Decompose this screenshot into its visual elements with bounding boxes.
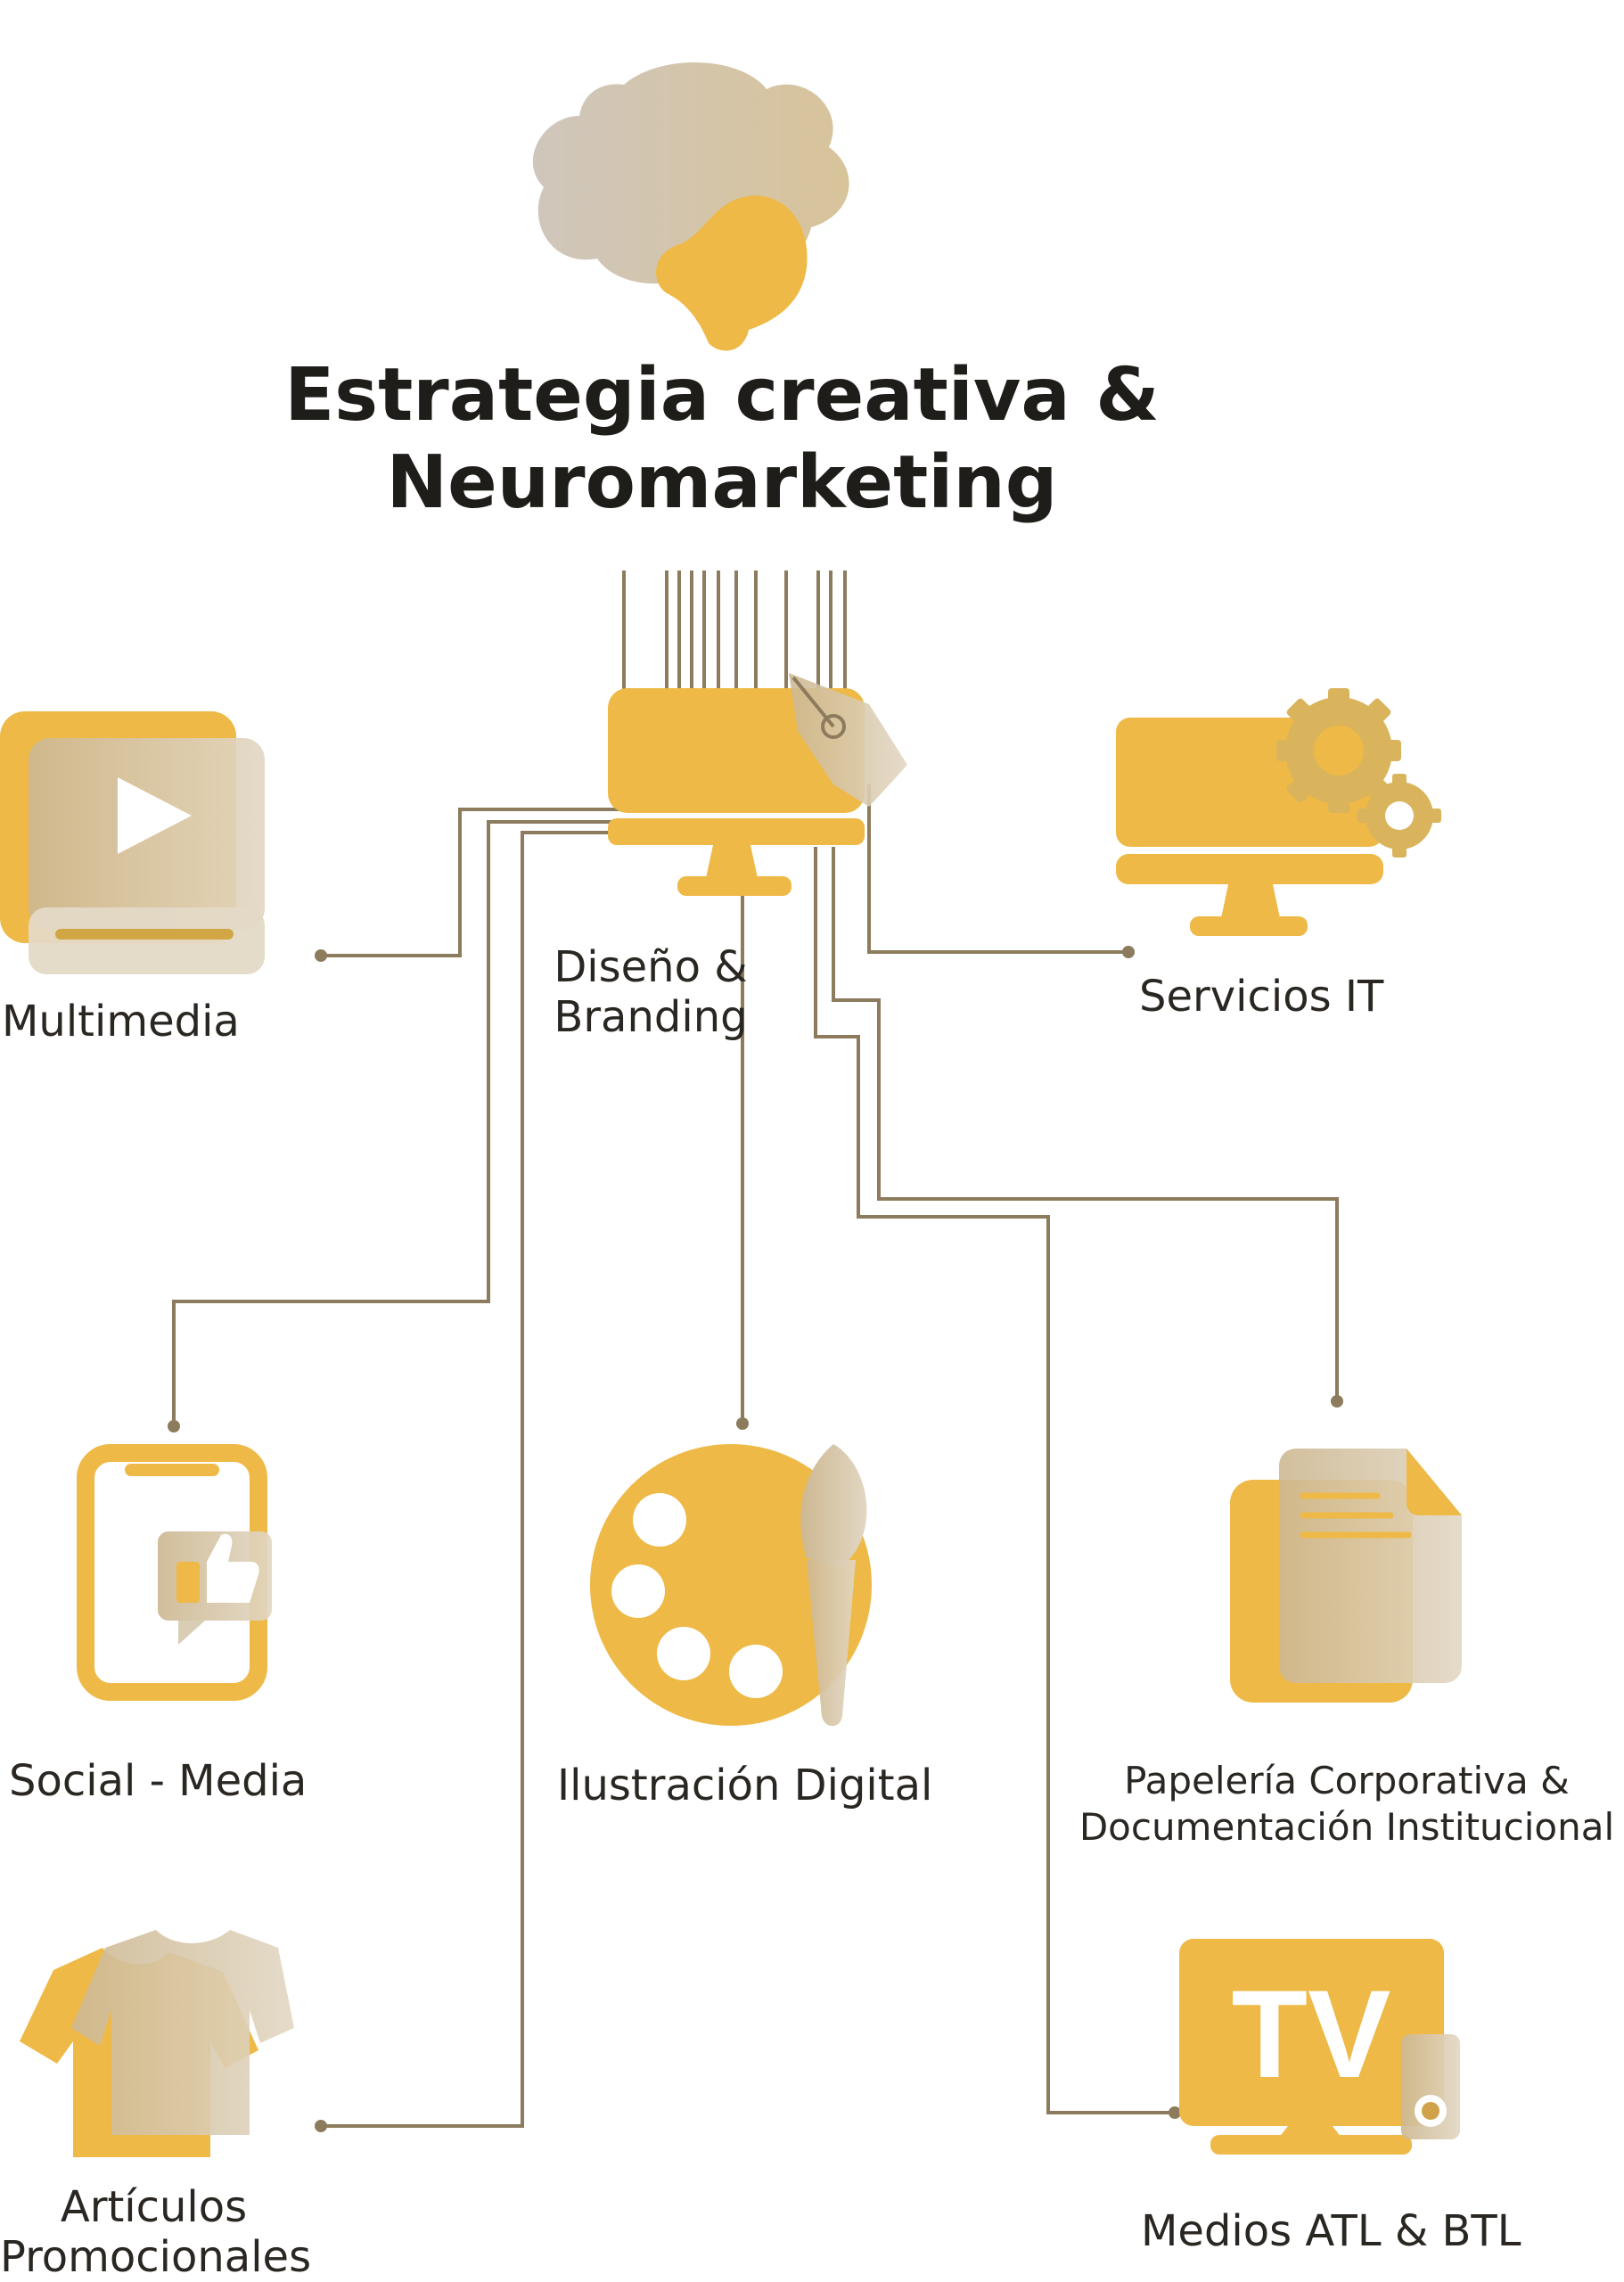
monitor-gears-icon (1116, 688, 1441, 936)
design-monitor-pen-icon (608, 673, 907, 896)
phone-like-icon (77, 1444, 272, 1701)
tv-icon: TV (1179, 1939, 1460, 2155)
page-title-line1: Estrategia creativa & (284, 353, 1160, 438)
multimedia-label: Multimedia (2, 997, 240, 1047)
medios-atl-btl-label: Medios ATL & BTL (1141, 2206, 1521, 2256)
page-title-line2: Neuromarketing (386, 440, 1058, 525)
ilustracion-digital-label: Ilustración Digital (557, 1761, 933, 1810)
tshirt-icon (20, 1930, 294, 2157)
connector-dots (168, 946, 1343, 2132)
papeleria-label: Papelería Corporativa & Documentación In… (1070, 1758, 1624, 1851)
center-node-label: Diseño & Branding (544, 942, 758, 1042)
articulos-label-line1: Artículos (60, 2182, 248, 2232)
articulos-promocionales-label: Artículos Promocionales (0, 2182, 312, 2282)
video-player-icon (0, 711, 265, 974)
articulos-label-line2: Promocionales (0, 2232, 312, 2282)
servicios-it-label: Servicios IT (1139, 972, 1384, 1022)
brain-icon (532, 62, 849, 351)
social-media-label: Social - Media (9, 1756, 308, 1806)
documents-icon (1230, 1449, 1462, 1703)
papeleria-label-line2: Documentación Institucional (1079, 1805, 1615, 1849)
connector-lines (172, 570, 1339, 2128)
palette-brush-icon (590, 1444, 872, 1727)
svg-text:TV: TV (1232, 1964, 1391, 2104)
center-node-label-line1: Diseño & (554, 942, 748, 992)
page-title: Estrategia creativa & Neuromarketing (276, 352, 1168, 527)
center-node-label-line2: Branding (554, 992, 748, 1042)
papeleria-label-line1: Papelería Corporativa & (1124, 1759, 1570, 1802)
